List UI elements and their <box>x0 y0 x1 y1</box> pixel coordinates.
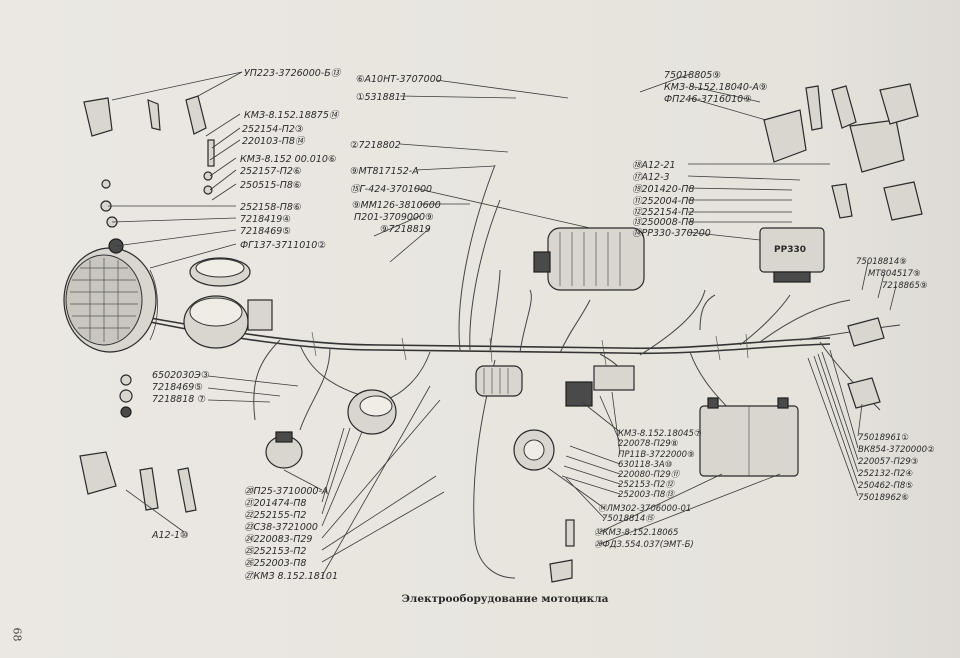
label-252003: ㉖252003-П8 <box>244 557 306 569</box>
label-fp246: ФП246-3716010⑨ <box>664 94 752 105</box>
label-252153: ㉕252153-П2 <box>244 545 306 557</box>
label-7218818: 7218818 ⑦ <box>152 394 206 405</box>
label-s38: ㉓С38-3721000 <box>244 521 318 533</box>
label-a10nt: ⑥А10НТ-3707000 <box>356 74 442 85</box>
label-mm126: ⑨ММ126-3810600 <box>352 200 441 211</box>
voltage-regulator: РР330 <box>759 227 825 283</box>
label-250462: 250462-П8⑤ <box>858 481 913 491</box>
label-252157: 252157-П2⑥ <box>240 166 301 177</box>
labels-left-mid: 6502030Э③ 7218469⑤ 7218818 ⑦ <box>152 370 209 405</box>
label-75018814-c: 75018814⑮ <box>602 513 655 524</box>
label-fdz: ⑳ФДЗ.554.037(ЭМТ-Б) <box>594 539 694 550</box>
figure-caption: Электрооборудование мотоцикла <box>401 593 609 605</box>
generator <box>533 227 645 291</box>
label-220080: 220080-П29⑪ <box>618 469 681 480</box>
label-252154: 252154-П2③ <box>242 124 303 135</box>
label-252004: ⑪252004-П8 <box>632 195 694 207</box>
label-75018962: 75018962⑥ <box>858 493 909 503</box>
label-7218469: 7218469⑤ <box>240 226 291 237</box>
label-g424: ⑮Г-424-3701000 <box>350 183 432 195</box>
label-kmz-18045: КМЗ-8.152.18045⑦ <box>618 429 702 439</box>
label-7218419: 7218419④ <box>240 214 291 225</box>
rear-switch <box>847 317 885 409</box>
label-a12-1: А12-1⑩ <box>151 530 189 541</box>
label-kmz-18875: КМЗ-8.152.18875⑭ <box>244 109 340 121</box>
label-5318811: ①5318811 <box>356 92 407 103</box>
label-252155: ㉒252155-П2 <box>244 509 306 521</box>
label-a12-3: ⑰А12-3 <box>632 171 670 183</box>
headlight <box>63 247 158 353</box>
labels-right-mid: 75018814⑨ МТ804517⑨ 7218865⑨ <box>856 257 927 291</box>
distributor <box>513 429 555 471</box>
mirror-parts <box>83 95 215 254</box>
label-vk854: ВК854-3720000② <box>858 445 935 455</box>
label-7218469-m: 7218469⑤ <box>152 382 203 393</box>
label-252154-r: ⑫252154-П2 <box>632 206 694 218</box>
tail-lights <box>763 83 923 221</box>
label-6502030: 6502030Э③ <box>152 370 209 381</box>
label-a12-21: ⑱А12-21 <box>632 159 676 171</box>
label-250515: 250515-П8⑥ <box>240 180 301 191</box>
label-up223: УП223-3726000-Б⑬ <box>244 67 342 79</box>
label-201420: ⑲201420-П8 <box>632 183 694 195</box>
label-7218865: 7218865⑨ <box>882 281 927 291</box>
label-mt817152: ⑨МТ817152-А <box>350 166 419 177</box>
label-252153-c: 252153-П2⑫ <box>618 479 675 490</box>
turn-signal-left <box>79 374 197 513</box>
page-edge-shadow <box>810 0 960 658</box>
label-75018814-r: 75018814⑨ <box>856 257 907 267</box>
label-kmz-18040: КМЗ-8.152.18040-А⑨ <box>664 82 767 93</box>
label-kmz-18065: ㉜КМЗ-8.152.18065 <box>594 527 678 538</box>
speedometer <box>183 257 273 349</box>
label-220103: 220103-П8⑭ <box>242 135 306 147</box>
label-75018805: 75018805⑨ <box>664 70 721 81</box>
page-number: 68 <box>10 627 24 642</box>
regulator-marking: РР330 <box>774 245 806 255</box>
label-pr11v: ПР11В-3722000⑨ <box>618 450 695 460</box>
labels-left-bottom: ⑳П25-3710000-А ㉑201474-П8 ㉒252155-П2 ㉓С3… <box>244 485 338 582</box>
labels-left-top: УП223-3726000-Б⑬ КМЗ-8.152.18875⑭ 252154… <box>240 67 342 251</box>
labels-right-bottom: 75018961① ВК854-3720000② 220057-П29③ 252… <box>858 433 935 503</box>
label-p201: П201-3709000⑨ <box>354 212 434 223</box>
labels-center-bottom: КМЗ-8.152.18045⑦ 220078-П29⑧ ПР11В-37220… <box>594 429 702 550</box>
ignition-coil <box>475 365 523 397</box>
labels-center-top: ⑥А10НТ-3707000 ①5318811 ②7218802 ⑨МТ8171… <box>350 74 442 235</box>
spark-plug <box>549 519 575 583</box>
label-75018961: 75018961① <box>858 433 909 443</box>
label-250008: ⑬250008-П8 <box>632 216 694 228</box>
leader-lines <box>108 71 897 577</box>
label-p25: ⑳П25-3710000-А <box>244 485 328 497</box>
label-rr330: ⑭РР330-370200 <box>632 227 711 239</box>
label-252003-c: 252003-П8⑬ <box>618 489 675 500</box>
label-7218819: ⑨7218819 <box>380 224 431 235</box>
relay-block <box>565 365 635 407</box>
label-fg137: ФГ137-3711010② <box>240 240 326 251</box>
label-220057: 220057-П29③ <box>858 457 918 467</box>
label-201474: ㉑201474-П8 <box>244 497 306 509</box>
label-252132: 252132-П2④ <box>858 469 913 479</box>
label-kmz-18101: ㉗КМЗ 8.152.18101 <box>244 570 338 582</box>
battery <box>699 397 799 477</box>
stop-switch <box>265 431 303 469</box>
label-mt804517: МТ804517⑨ <box>868 269 921 279</box>
label-kmz-00010: КМЗ-8.152 00.010⑥ <box>240 154 336 165</box>
labels-right-top: 75018805⑨ КМЗ-8.152.18040-А⑨ ФП246-37160… <box>632 70 767 239</box>
label-lm302: ⑭ЛМ302-3706000-01 <box>598 503 691 514</box>
label-220083: ㉔220083-П29 <box>244 533 312 545</box>
label-252158: 252158-П8⑥ <box>240 202 301 213</box>
horn <box>347 389 397 435</box>
label-630118: 630118-3А⑩ <box>618 460 672 470</box>
label-220078: 220078-П29⑧ <box>618 439 678 449</box>
label-7218802: ②7218802 <box>350 140 401 151</box>
